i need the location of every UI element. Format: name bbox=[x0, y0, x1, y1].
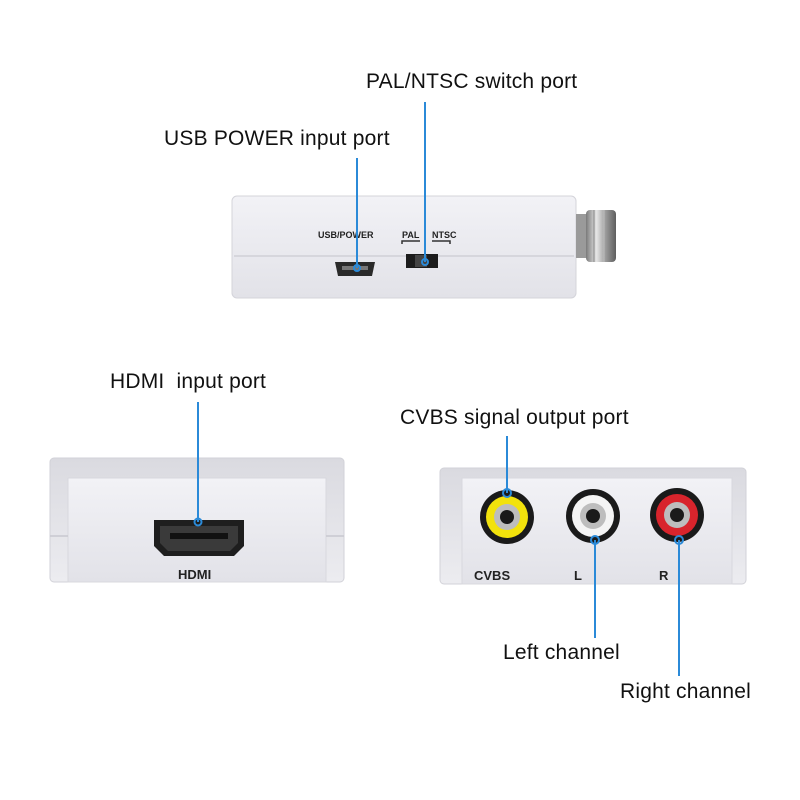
leader-dots bbox=[193, 258, 684, 545]
pal-label: PAL bbox=[402, 230, 420, 240]
right-label: R bbox=[659, 568, 669, 583]
callout-cvbs-output: CVBS signal output port bbox=[400, 406, 629, 429]
hdmi-port-icon bbox=[154, 520, 244, 556]
callout-hdmi-input: HDMI input port bbox=[110, 370, 267, 393]
callout-right-channel: Right channel bbox=[620, 680, 752, 703]
rca-jack-red-icon bbox=[650, 488, 704, 542]
leader-lines bbox=[197, 102, 680, 676]
callout-usb-power-input: USB POWER input port bbox=[164, 127, 390, 150]
ntsc-label: NTSC bbox=[432, 230, 457, 240]
left-label: L bbox=[574, 568, 582, 583]
device-rca-end: CVBS L R bbox=[439, 467, 747, 585]
callout-pal-ntsc-switch: PAL/NTSC switch port bbox=[366, 70, 578, 93]
usb-power-label: USB/POWER bbox=[318, 230, 374, 240]
rca-jack-yellow-icon bbox=[480, 490, 534, 544]
hdmi-label: HDMI bbox=[178, 567, 211, 582]
cvbs-label: CVBS bbox=[474, 568, 510, 583]
callout-left-channel: Left channel bbox=[503, 641, 620, 664]
rca-jack-white-icon bbox=[566, 489, 620, 543]
